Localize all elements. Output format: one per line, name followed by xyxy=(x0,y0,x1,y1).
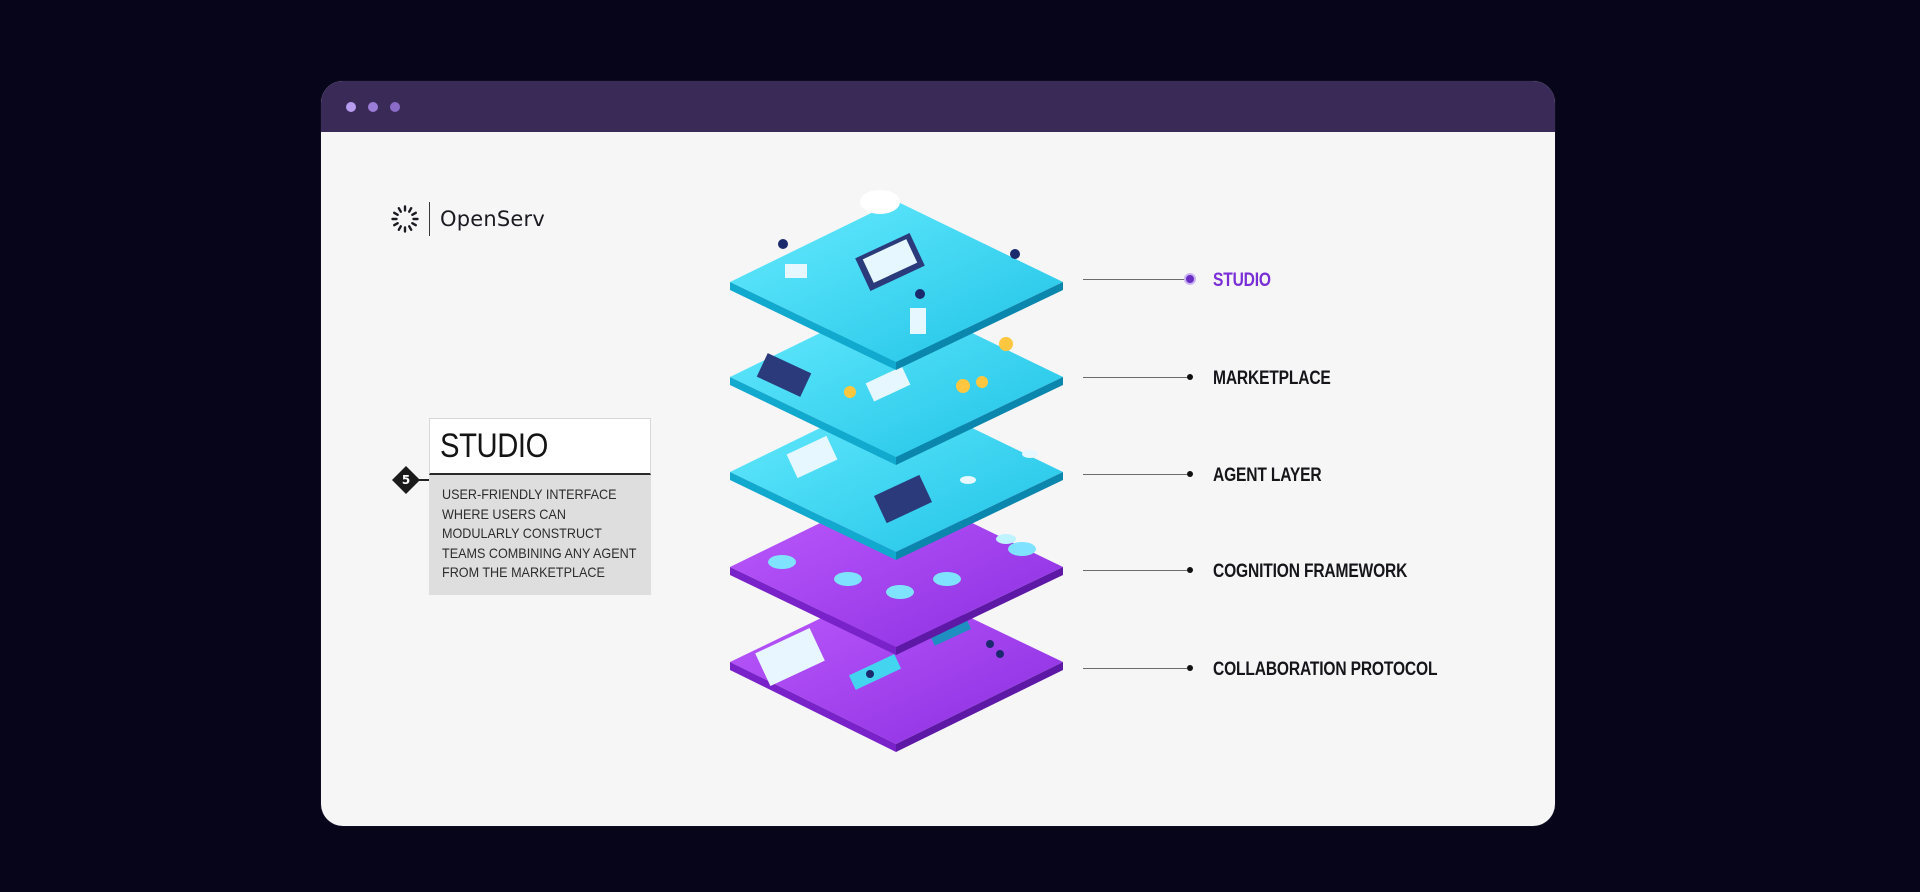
layer-label-studio[interactable]: STUDIO xyxy=(1213,270,1271,291)
step-number: 5 xyxy=(401,473,411,487)
layer-connector-line xyxy=(1083,377,1187,378)
layer-marker xyxy=(1187,374,1193,380)
card-title: STUDIO xyxy=(429,418,651,475)
layer-studio-plate xyxy=(730,190,1063,370)
layer-info-card: STUDIO USER-FRIENDLY INTERFACE WHERE USE… xyxy=(429,418,651,595)
layer-cognition-framework-plate xyxy=(730,486,1063,655)
layer-connector-line xyxy=(1083,668,1187,669)
window-control-dot-2[interactable] xyxy=(368,102,378,112)
layer-connector-line xyxy=(1083,474,1187,475)
layer-label-collaboration-protocol[interactable]: COLLABORATION PROTOCOL xyxy=(1213,659,1438,680)
window-titlebar xyxy=(321,81,1555,132)
openserv-logo-icon xyxy=(391,205,419,233)
layer-marketplace-plate xyxy=(730,296,1063,465)
brand-name: OpenServ xyxy=(440,207,546,231)
layer-label-cognition-framework[interactable]: COGNITION FRAMEWORK xyxy=(1213,561,1408,582)
layer-label-marketplace[interactable]: MARKETPLACE xyxy=(1213,368,1331,389)
badge-connector xyxy=(418,479,430,481)
layer-label-agent-layer[interactable]: AGENT LAYER xyxy=(1213,465,1322,486)
window-control-dot-1[interactable] xyxy=(346,102,356,112)
layer-connector-line xyxy=(1083,279,1187,280)
layer-connector-line xyxy=(1083,570,1187,571)
step-badge-diamond xyxy=(392,466,420,494)
layer-collaboration-protocol-plate xyxy=(730,582,1063,752)
presentation-window: OpenServ 5 STUDIO USER-FRIENDLY INTERFAC… xyxy=(321,81,1555,826)
layer-marker-active xyxy=(1184,273,1196,285)
layer-marker xyxy=(1187,471,1193,477)
layer-marker xyxy=(1187,567,1193,573)
brand-logo: OpenServ xyxy=(390,201,545,237)
card-description: USER-FRIENDLY INTERFACE WHERE USERS CAN … xyxy=(429,475,651,595)
logo-divider xyxy=(429,202,430,236)
layer-agent-layer-plate xyxy=(730,391,1063,560)
window-control-dot-3[interactable] xyxy=(390,102,400,112)
layer-stack-illustration xyxy=(730,190,1063,752)
layer-marker xyxy=(1187,665,1193,671)
